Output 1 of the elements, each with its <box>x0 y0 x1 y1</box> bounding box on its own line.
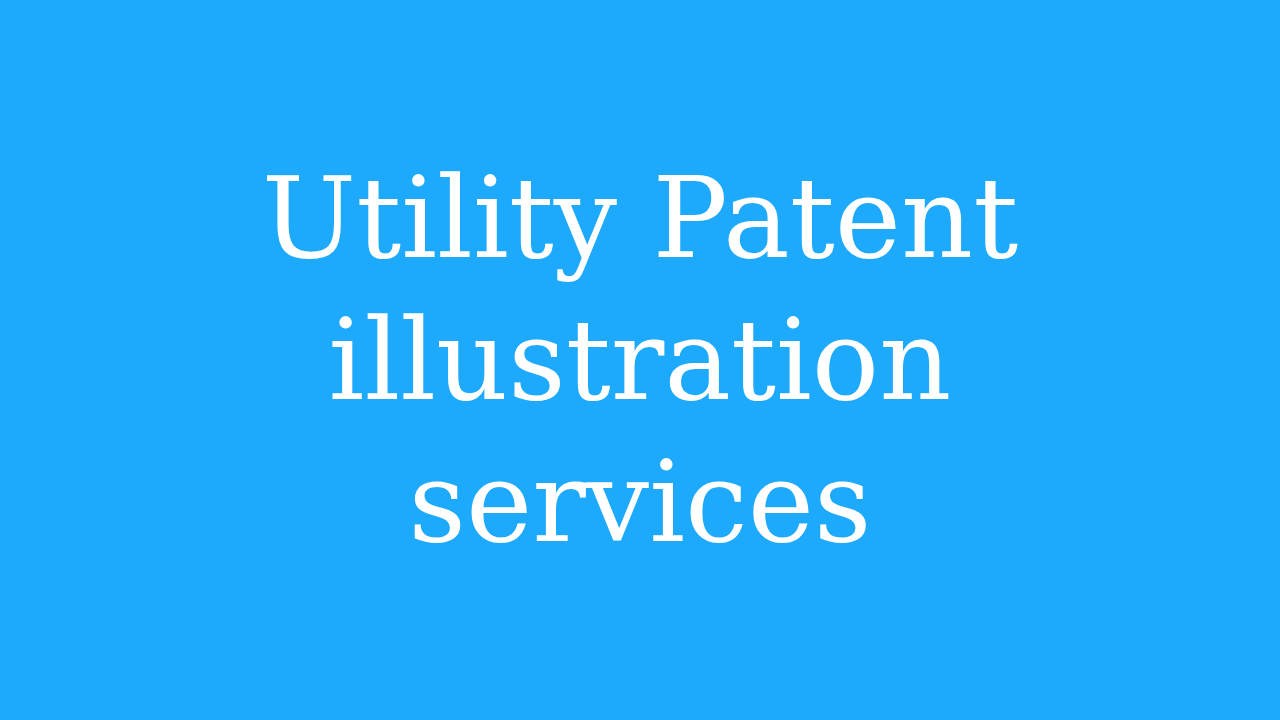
title: Utility Patent illustration services <box>260 152 1020 569</box>
